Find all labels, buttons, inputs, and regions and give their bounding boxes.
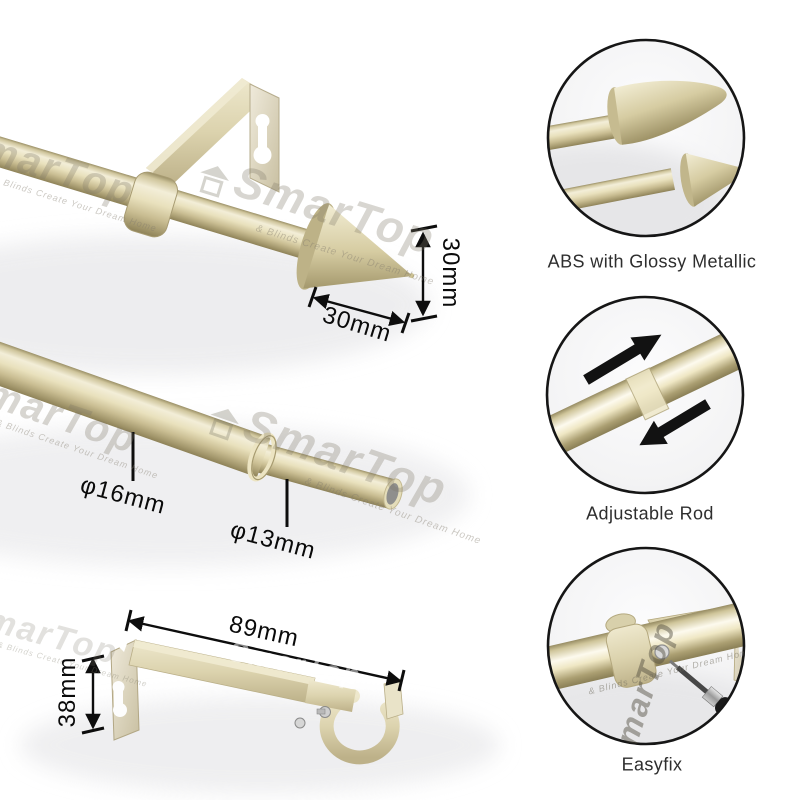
- bracket-arm-highlight: [146, 78, 248, 173]
- extend-arrow-icon: [583, 334, 662, 385]
- photo-shadow: [0, 423, 470, 567]
- inner-tube: [252, 442, 395, 509]
- callout-circle-easyfix: [546, 546, 746, 746]
- inner-tube-end-cap: [383, 478, 403, 510]
- bullet-finial-rod: [548, 112, 627, 154]
- easyfix-clamp: [605, 613, 657, 688]
- callout-border: [546, 546, 746, 746]
- bracket-height-dim-lines: [81, 654, 105, 735]
- easyfix-watermark-clip: SmarTop & Blinds Create Your Dream Home: [548, 548, 744, 744]
- bracket-c-hook: [319, 689, 400, 765]
- clamp-screw: [654, 644, 670, 660]
- retract-arrow-icon: [639, 399, 711, 446]
- photo-shadow: [20, 697, 500, 793]
- finial-photo: [0, 78, 438, 375]
- outer-tube: [0, 336, 271, 478]
- callout-caption-adjustable: Adjustable Rod: [586, 503, 714, 524]
- callout-circle-finials: [546, 38, 746, 238]
- bracket-height-dimension: 38mm: [54, 656, 81, 728]
- cone-finial-small: [680, 153, 744, 207]
- wall-bracket-arm: [146, 78, 268, 185]
- bullet-finial: [607, 80, 727, 145]
- finial-height-dimension: 30mm: [437, 237, 464, 309]
- keyhole-icon: [253, 114, 272, 164]
- plate-notch: [118, 641, 128, 652]
- hook-joint: [305, 680, 356, 712]
- telescoping-rod-photo: [0, 336, 470, 567]
- finial-height-dim-lines: [410, 224, 438, 323]
- callout-border: [546, 38, 746, 238]
- callout-border: [545, 295, 745, 495]
- finial-length-dim-lines: [307, 286, 411, 334]
- bracket-keyhole-icon: [112, 681, 127, 717]
- rod-ring-clamp: [123, 171, 179, 238]
- bracket-screws: [294, 706, 331, 729]
- callout-caption-easyfix: Easyfix: [621, 754, 683, 775]
- callout-circle-adjustable: [545, 295, 745, 495]
- bracket-photo: [20, 609, 500, 793]
- rod-joint-collar: [625, 367, 670, 421]
- cone-finial: [296, 203, 415, 290]
- bracket-width-dim-lines: [124, 609, 406, 692]
- tube-joint-rim: [247, 432, 277, 482]
- callout-caption-finials: ABS with Glossy Metallic: [547, 251, 757, 272]
